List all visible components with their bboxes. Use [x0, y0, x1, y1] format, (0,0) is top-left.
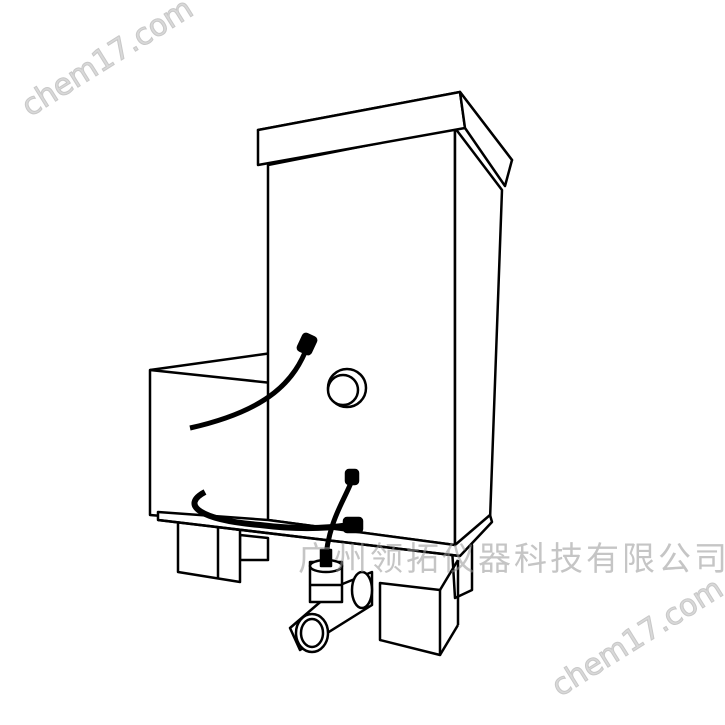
lid-side-face [458, 90, 514, 188]
watermark-company: 广州领拓仪器科技有限公司 [298, 539, 725, 578]
leg-front-right [378, 581, 442, 657]
base-edge [157, 518, 461, 558]
pipe-end [350, 570, 374, 610]
knob-cap [326, 373, 360, 407]
side-box-edge [149, 368, 273, 385]
sensor-cable-lower [191, 489, 351, 532]
main-body-front [266, 126, 457, 547]
cable-connector [342, 516, 364, 534]
cable-connector [296, 332, 318, 356]
main-body-side [453, 126, 504, 547]
pipe-opening-inner [299, 617, 325, 649]
leg-back-left [238, 533, 270, 562]
leg-edge [438, 624, 460, 656]
sensor-cable-upper [189, 344, 311, 431]
probe-head [319, 548, 333, 568]
cable-connector [344, 468, 360, 486]
leg-edge [438, 559, 460, 591]
side-box [148, 351, 274, 527]
